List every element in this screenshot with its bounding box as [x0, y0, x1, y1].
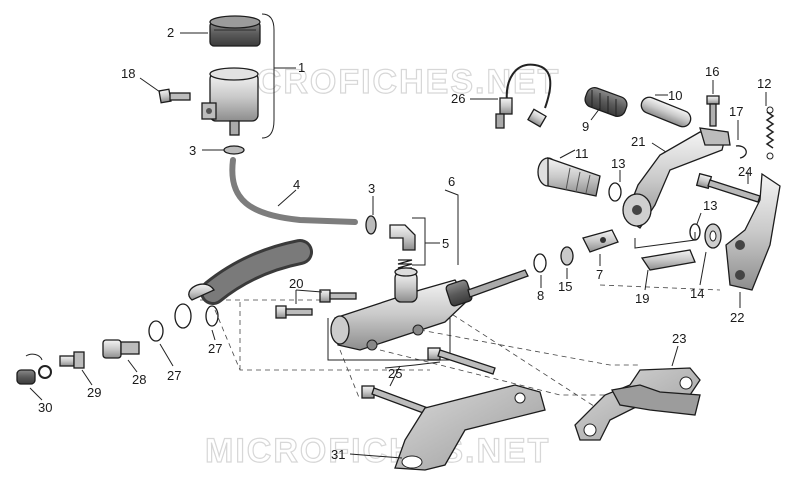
footrest-support-23	[574, 367, 701, 441]
bleeder-cap-30	[16, 353, 52, 385]
label-10: 10	[668, 88, 682, 103]
union-bolt-28	[102, 339, 140, 359]
bleeder-29	[59, 351, 85, 369]
label-3-upper: 3	[189, 143, 196, 158]
label-2: 2	[167, 25, 174, 40]
bracket-line-1	[261, 13, 275, 139]
label-13-left: 13	[611, 156, 625, 171]
label-26: 26	[451, 91, 465, 106]
pedal-rubber-9	[584, 87, 628, 117]
label-27-upper: 27	[208, 341, 222, 356]
watermark-bottom: MICROFICHES.NET	[205, 432, 550, 470]
elbow-fitting-5	[389, 224, 416, 269]
label-16: 16	[705, 64, 719, 79]
bolts-25	[361, 347, 496, 415]
label-19: 19	[635, 291, 649, 306]
return-spring-12	[765, 106, 775, 160]
pivot-shaft-11	[537, 157, 601, 197]
master-cylinder-6	[330, 267, 529, 351]
fluid-reservoir	[201, 67, 259, 136]
label-1: 1	[298, 60, 305, 75]
label-13-right: 13	[703, 198, 717, 213]
label-18: 18	[121, 66, 135, 81]
label-31: 31	[331, 447, 345, 462]
label-11: 11	[575, 146, 589, 161]
label-3-middle: 3	[368, 181, 375, 196]
label-21: 21	[631, 134, 645, 149]
screws-20	[275, 289, 357, 319]
label-5: 5	[442, 236, 449, 251]
label-12: 12	[757, 76, 771, 91]
hose-clip-3-middle	[365, 215, 377, 235]
hose-clip-3-upper	[223, 145, 245, 155]
label-25: 25	[388, 366, 402, 381]
washer-15	[560, 246, 574, 266]
hose-banjo-27	[174, 239, 313, 329]
spring-clip-17	[735, 145, 747, 159]
brake-switch-26	[495, 63, 552, 129]
mounting-bracket-31	[394, 384, 546, 471]
long-bolt-24	[695, 172, 761, 203]
label-20: 20	[289, 276, 303, 291]
label-30: 30	[38, 400, 52, 415]
label-24: 24	[738, 164, 752, 179]
rod-end-19	[640, 249, 696, 271]
screw-18	[158, 88, 191, 104]
reservoir-cap	[209, 15, 261, 47]
label-14: 14	[690, 286, 704, 301]
label-7: 7	[596, 267, 603, 282]
label-28: 28	[132, 372, 146, 387]
bolt-16	[706, 95, 720, 127]
label-29: 29	[87, 385, 101, 400]
washer-27-lower	[148, 320, 164, 342]
part-labels: 2 1 18 3 4 3 6 5 26 9 10 16 12 17 21 11 …	[38, 25, 771, 462]
circlip-13-left	[608, 182, 622, 202]
link-arm-22	[725, 172, 781, 291]
o-ring-8	[533, 253, 547, 273]
label-6: 6	[448, 174, 455, 189]
label-22: 22	[730, 310, 744, 325]
label-8: 8	[537, 288, 544, 303]
pedal-lever-21	[622, 127, 731, 229]
label-4: 4	[293, 177, 300, 192]
watermark-top: MICROFICHES.NET	[215, 63, 560, 101]
label-27-lower: 27	[167, 368, 181, 383]
label-15: 15	[558, 279, 572, 294]
label-23: 23	[672, 331, 686, 346]
pedal-peg-10	[640, 96, 692, 128]
clevis-7	[582, 229, 619, 253]
label-9: 9	[582, 119, 589, 134]
assembly-dashed-lines	[200, 284, 721, 411]
label-17: 17	[729, 104, 743, 119]
